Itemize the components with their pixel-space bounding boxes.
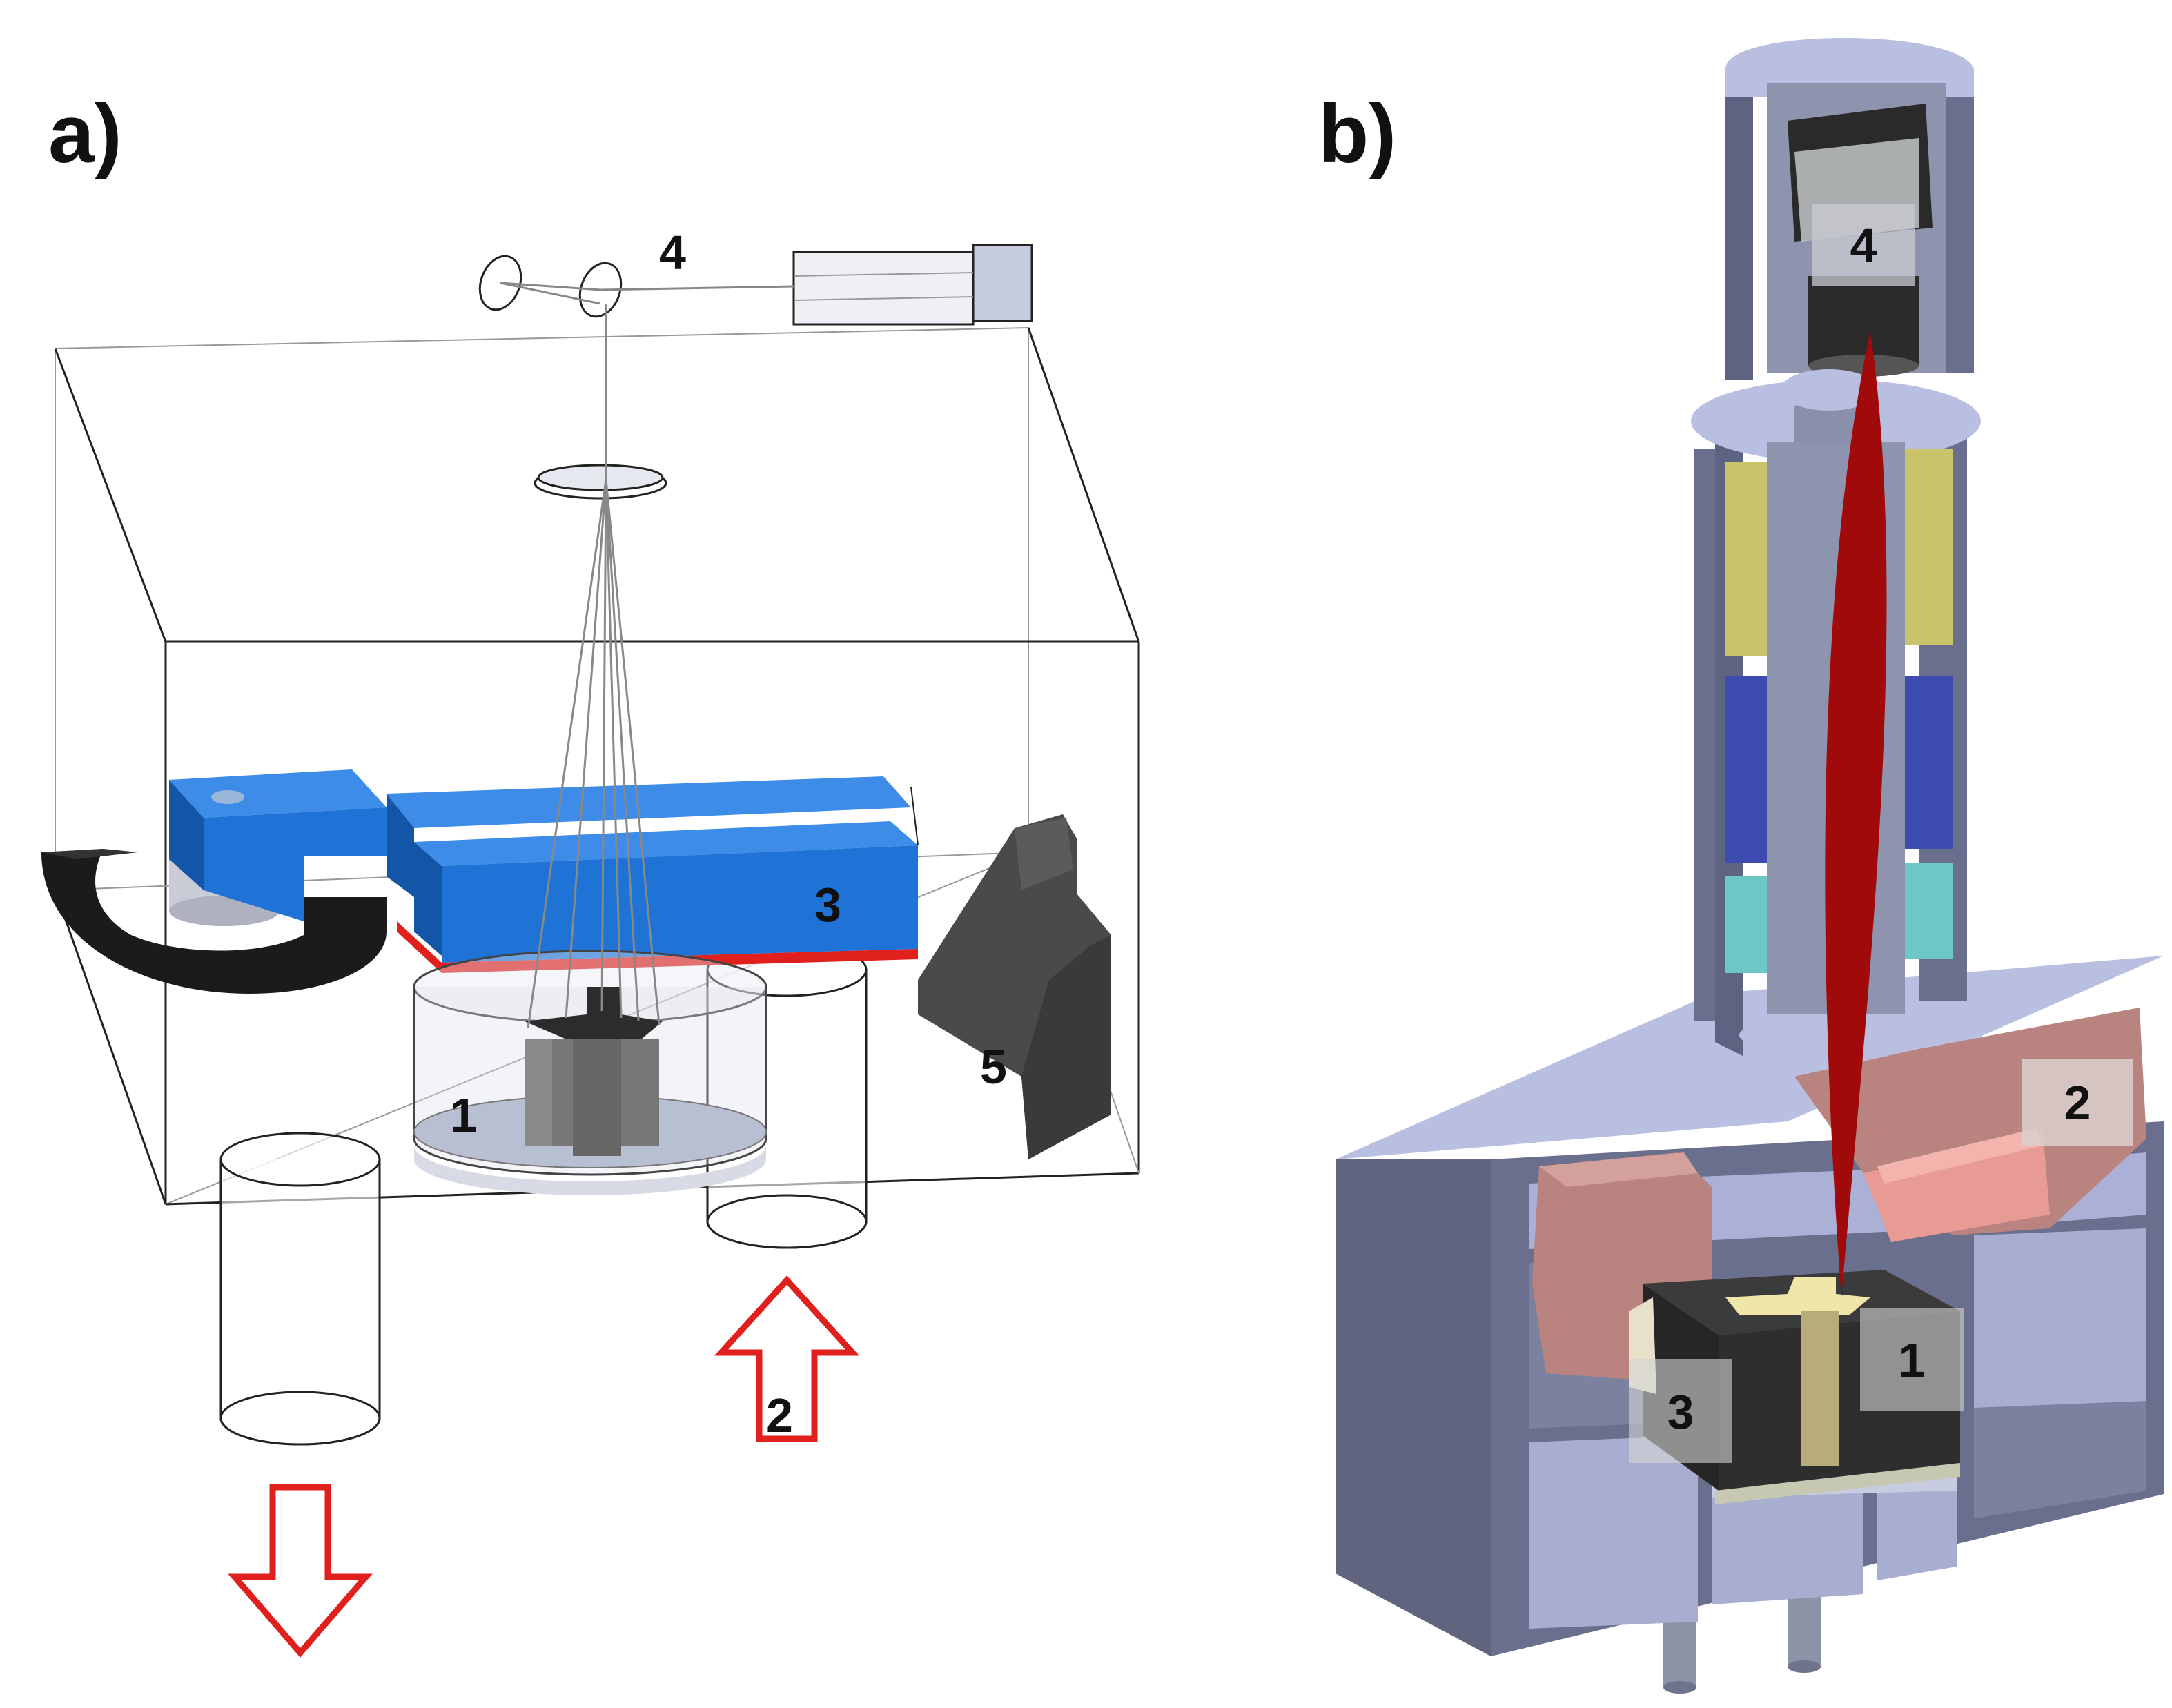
sample-block: [525, 987, 663, 1156]
panel-b-callout-1: 1: [1899, 1333, 1926, 1387]
panel-a-callout-4: 4: [659, 226, 686, 279]
optics: [478, 244, 1033, 500]
arm-hole-icon: [211, 790, 244, 804]
panel-b-callouts: 4 2 1 3: [1629, 204, 2133, 1463]
inlet-arrow: [714, 1275, 860, 1442]
panel-b-label: b): [1318, 88, 1396, 180]
rotary-base: [41, 849, 387, 994]
panel-a-callout-5: 5: [980, 1040, 1007, 1094]
panel-a-callout-2: 2: [766, 1388, 793, 1442]
panel-a: a): [41, 88, 1140, 1658]
panel-a-callout-3: 3: [814, 878, 841, 932]
outlet-pipe: [219, 1132, 381, 1446]
panel-b-callout-2: 2: [2064, 1076, 2091, 1130]
blue-stage: [169, 769, 919, 973]
panel-b: b): [1318, 38, 2164, 1694]
panel-a-label: a): [48, 88, 122, 180]
panel-b-callout-3: 3: [1667, 1385, 1694, 1439]
outlet-arrow: [228, 1484, 373, 1658]
panel-a-callout-1: 1: [450, 1088, 477, 1142]
laser-cone: [1825, 331, 1887, 1297]
camera-block: [918, 814, 1111, 1159]
laser-beams: [500, 282, 794, 1029]
panel-b-callout-4: 4: [1850, 219, 1877, 273]
